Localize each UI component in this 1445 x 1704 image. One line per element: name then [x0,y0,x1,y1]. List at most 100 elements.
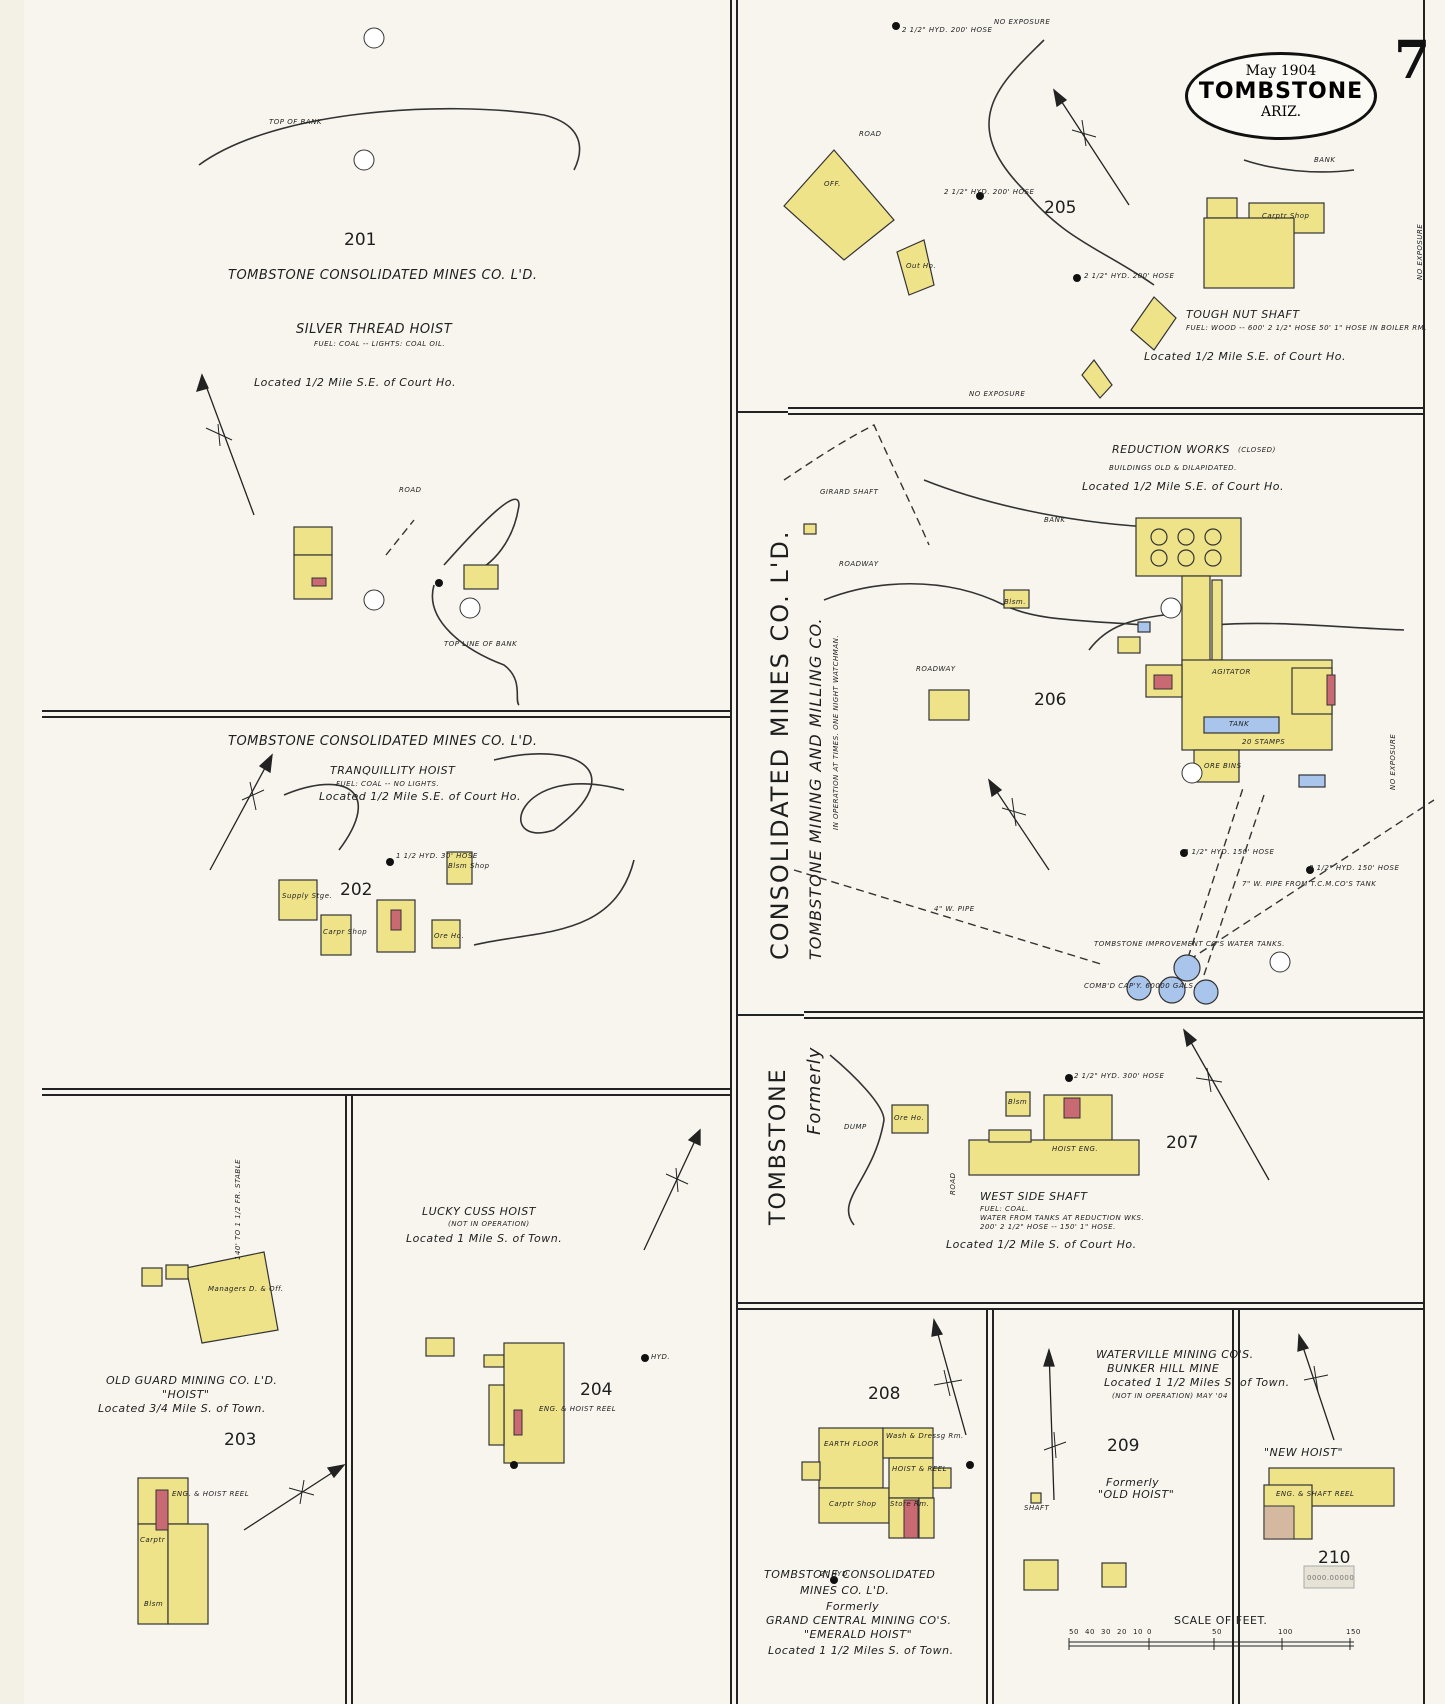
b203-annex-b [165,1264,189,1280]
block-206-hyd2: 2 1/2" HYD. 150' HOSE [1309,864,1400,872]
block-208-former2: "EMERALD HOIST" [804,1628,913,1641]
block-207-note2: WATER FROM TANKS AT REDUCTION WKS. [980,1214,1145,1222]
compass-crosses [205,119,1329,1505]
water-tanks [1126,621,1326,1005]
block-206-status: (CLOSED) [1238,446,1276,454]
b205-out-ho [896,239,935,296]
block-209-status: (NOT IN OPERATION) MAY '04 [1112,1392,1229,1400]
panel-borders [42,0,1425,1704]
block-205-exposure-s: NO EXPOSURE [969,390,1026,398]
map-sheet: May 1904 TOMBSTONE ARIZ. 7 201 TOMBSTONE… [14,0,1445,1704]
block-201-number: 201 [344,230,377,250]
pipe-206 [1183,784,1245,971]
scale-tick-6: 50 [1212,1628,1222,1636]
b201-carp-shop [293,526,333,556]
block-209-mine: BUNKER HILL MINE [1107,1362,1220,1375]
block-204-eng: ENG. & HOIST REEL [539,1405,617,1413]
b201-hoist [293,554,333,600]
block-209-former: "OLD HOIST" [1098,1488,1175,1501]
pipe-206-b [1203,794,1265,976]
b206-girard [803,523,817,535]
scale-tick-0: 50 [1069,1628,1079,1636]
block-204-hyd: HYD. [651,1353,671,1361]
block-206-number: 206 [1034,690,1067,710]
bank-202-a [283,783,360,851]
block-208-floor: EARTH FLOOR [824,1440,879,1448]
block-203-managers: Managers D. & Off. [208,1285,284,1293]
block-201-toe: TOP LINE OF BANK [444,640,518,648]
block-206-girard: GIRARD SHAFT [820,488,879,496]
b205-b [1081,359,1113,399]
bank-205-b [1243,159,1355,173]
map-drawing [24,0,1445,1704]
scale-tick-3: 20 [1117,1628,1127,1636]
block-206-pipe2: 7" W. PIPE FROM T.C.M.CO'S TANK [1242,880,1377,888]
b206-chute-b [1211,579,1223,661]
block-206-roadway2: ROADWAY [916,665,956,673]
b205-office [783,149,895,261]
pipe-7in [1188,799,1435,961]
block-208-location: Located 1 1/2 Miles S. of Town. [768,1644,954,1657]
block-205-note: FUEL: WOOD -- 600' 2 1/2" HOSE 50' 1" HO… [1186,324,1427,332]
block-202-hyd: 1 1/2 HYD. 30' HOSE [396,852,478,860]
b208-west [801,1461,821,1481]
block-201-owner: TOMBSTONE CONSOLIDATED MINES CO. L'D. [228,268,538,283]
top-of-bank-201 [198,107,581,171]
b209-d [1023,1559,1059,1591]
b201-blsm-shop [463,564,499,590]
cartouche-date: May 1904 [1245,63,1317,79]
block-208-owner1: TOMBSTONE CONSOLIDATED [764,1568,936,1581]
block-203-carpr: Carptr [140,1536,166,1544]
bank-206-c [1088,614,1165,651]
block-207-location: Located 1/2 Mile S. of Court Ho. [946,1238,1137,1251]
bank-206 [923,479,1175,529]
block-206-orebins: ORE BINS [1204,762,1242,770]
b208-carp [818,1487,890,1524]
scale-tick-1: 40 [1085,1628,1095,1636]
block-201-note: FUEL: COAL -- LIGHTS: COAL OIL. [314,340,446,348]
b204-hoist [503,1342,565,1464]
block-208-store: Store Rm. [890,1500,930,1508]
block-202-blsm: Blsm Shop [448,862,490,870]
block-205-name: TOUGH NUT SHAFT [1186,308,1300,321]
block-205-road: ROAD [859,130,882,138]
dump-207 [829,1054,885,1226]
b203-annex [141,1267,163,1287]
block-206-roadway1: ROADWAY [839,560,879,568]
block-205-hyd2: 2 1/2" HYD. 200' HOSE [944,188,1035,196]
b208-earth-floor [818,1427,884,1489]
b204-shed [425,1337,455,1357]
bank-201-b [443,498,520,576]
scale-tick-7: 100 [1278,1628,1293,1636]
block-209-shaft: SHAFT [1024,1504,1050,1512]
block-208-hoist: HOIST & REEL [892,1465,948,1473]
block-210-eng: ENG. & SHAFT REEL [1276,1490,1355,1498]
block-207-road: ROAD [949,1172,957,1195]
block-204-status: (NOT IN OPERATION) [448,1220,530,1228]
block-205-location: Located 1/2 Mile S.E. of Court Ho. [1144,350,1347,363]
b202-carp [320,914,352,956]
block-203-blsm: Blsm [144,1600,164,1608]
b205-a [1130,296,1177,351]
block-206-capy: COMB'D CAP'Y. 60000 GALS. [1084,982,1197,990]
block-206-name: REDUCTION WORKS [1112,443,1231,456]
block-206-tanks: TOMBSTONE IMPROVEMENT CO'S WATER TANKS. [1094,940,1285,948]
block-209-company: WATERVILLE MINING CO'S. [1096,1348,1254,1361]
b206-f [928,689,970,721]
side-title-line3: IN OPERATION AT TIMES. ONE NIGHT WATCHMA… [832,634,840,830]
stamp-box [1303,1565,1355,1589]
block-201-name: SILVER THREAD HOIST [296,322,453,337]
scale-label: SCALE OF FEET. [1174,1614,1268,1627]
brick-parts [155,577,1336,1539]
block-207-note3: 200' 2 1/2" HOSE -- 150' 1" HOSE. [980,1223,1116,1231]
buildings [137,149,1395,1625]
block-205-carp: Carptr Shop [1262,212,1310,220]
sheet-number: 7 [1394,30,1431,91]
b208-east [932,1467,952,1489]
block-207-note1: FUEL: COAL. [980,1205,1029,1213]
block-205-hyd3: 2 1/2" HYD. 200' HOSE [1084,272,1175,280]
b207-main [968,1139,1140,1176]
block-210-number: 210 [1318,1548,1351,1568]
block-203-eng: ENG. & HOIST REEL [172,1490,250,1498]
block-202-name: TRANQUILLITY HOIST [330,764,456,777]
